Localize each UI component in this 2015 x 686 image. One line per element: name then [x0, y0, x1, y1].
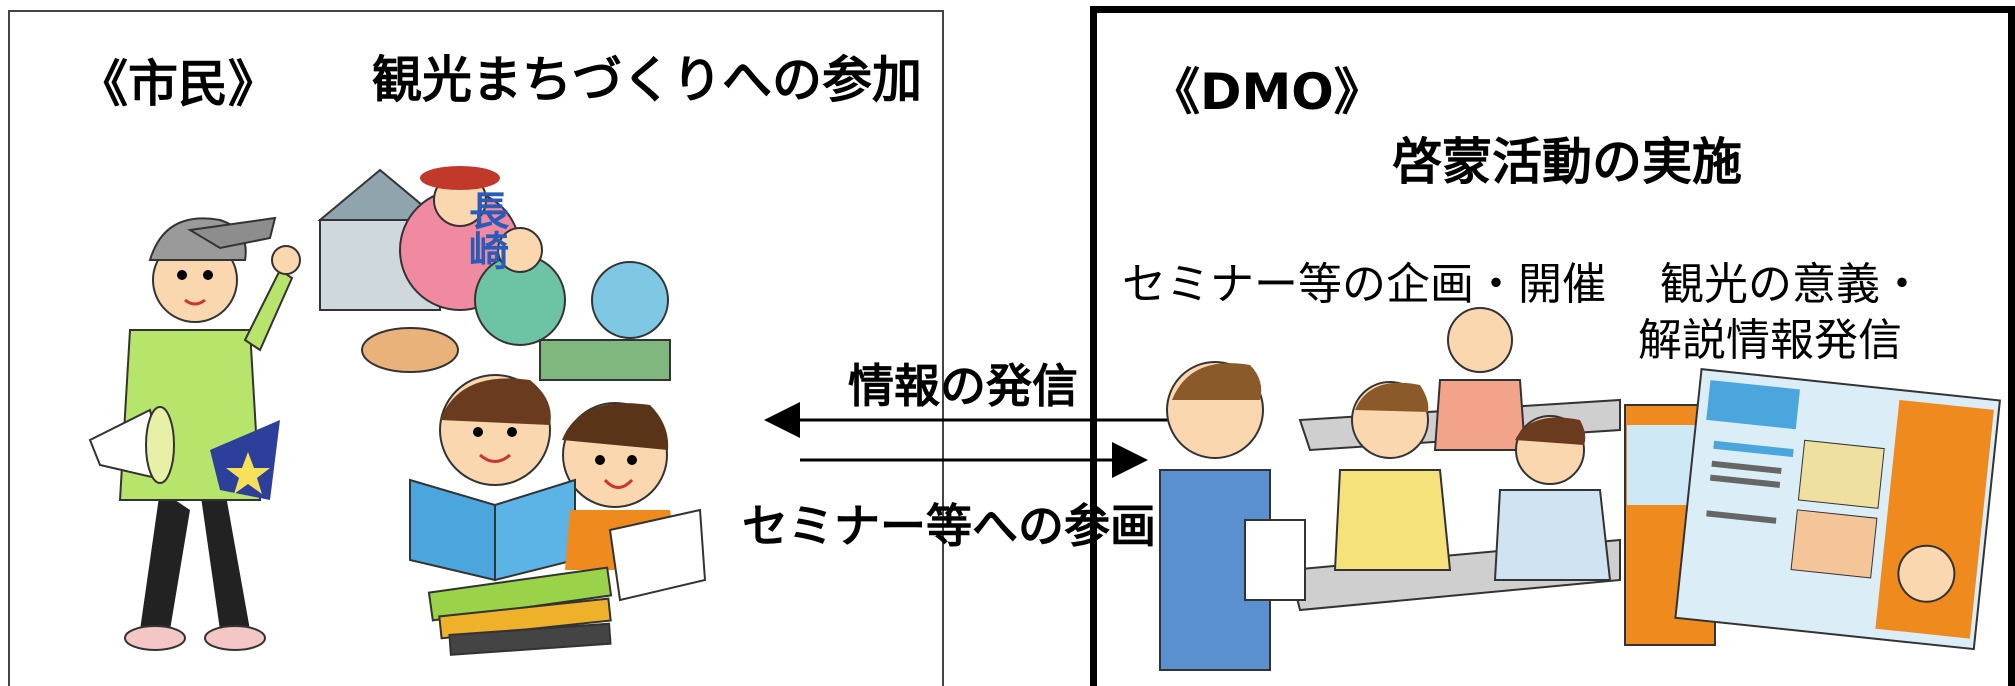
dmo-tag: 《DMO》 — [1150, 63, 1384, 121]
children-reading-illustration — [409, 374, 707, 656]
tour-guide-illustration — [88, 216, 301, 651]
brochure-illustration — [1624, 367, 2002, 651]
citizen-title: 観光まちづくりへの参加 — [372, 51, 922, 109]
info-label-line1: 観光の意義・ — [1660, 259, 1924, 310]
dmo-panel — [1090, 6, 2015, 686]
dmo-title: 啓蒙活動の実施 — [1392, 133, 1742, 191]
citizen-tag: 《市民》 — [78, 55, 278, 113]
nagasaki-collage-illustration: 長崎 — [317, 166, 671, 381]
citizen-panel — [8, 10, 944, 686]
arrow-top-label: 情報の発信 — [848, 359, 1078, 413]
arrow-bottom-label: セミナー等への参画 — [742, 499, 1156, 553]
nagasaki-sign: 長崎 — [462, 190, 508, 270]
seminar-label: セミナー等の企画・開催 — [1122, 259, 1606, 310]
info-label-line2: 解説情報発信 — [1638, 315, 1902, 366]
seminar-illustration — [1159, 307, 1621, 671]
